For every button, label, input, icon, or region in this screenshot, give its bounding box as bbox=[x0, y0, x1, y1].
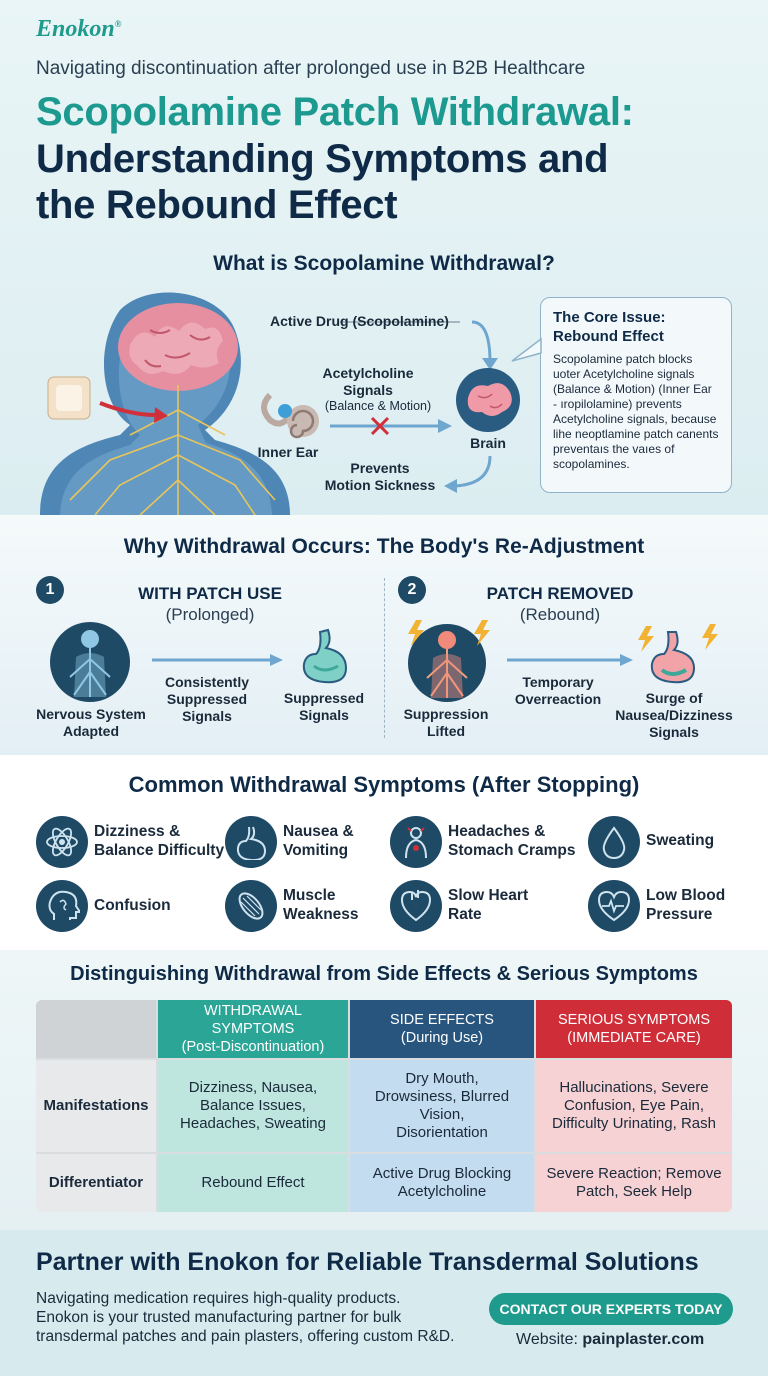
cell-serious-differentiator: Severe Reaction; Remove Patch, Seek Help bbox=[536, 1154, 732, 1212]
cell-side-differentiator: Active Drug Blocking Acetylcholine bbox=[350, 1154, 534, 1212]
column-divider bbox=[384, 578, 385, 738]
distinguishing-heading: Distinguishing Withdrawal from Side Effe… bbox=[70, 963, 698, 985]
heart-pulse-icon bbox=[588, 880, 640, 932]
symptom-headaches: Headaches &Stomach Cramps bbox=[448, 823, 576, 859]
col2-subtitle: (Rebound) bbox=[519, 605, 601, 624]
stomach-surge-icon bbox=[638, 624, 718, 684]
core-issue-title: The Core Issue:Rebound Effect bbox=[553, 309, 666, 345]
muscle-icon bbox=[225, 880, 277, 932]
comparison-table: WITHDRAWAL SYMPTOMS(Post-Discontinuation… bbox=[36, 1000, 732, 1212]
brand-logo[interactable]: Enokon® bbox=[36, 16, 122, 42]
page-subtitle: Navigating discontinuation after prolong… bbox=[36, 58, 586, 79]
partner-body: Navigating medication requires high-qual… bbox=[36, 1290, 455, 1345]
lightning-icon bbox=[408, 620, 490, 646]
cell-withdrawal-differentiator: Rebound Effect bbox=[158, 1154, 348, 1212]
website-line: Website: painplaster.com bbox=[516, 1331, 705, 1348]
head-confusion-icon bbox=[36, 880, 88, 932]
brain-label: Brain bbox=[470, 435, 506, 451]
step-1-badge: 1 bbox=[36, 576, 64, 604]
header-side-effects: SIDE EFFECTS(During Use) bbox=[350, 1000, 534, 1058]
stomach-icon bbox=[302, 628, 348, 684]
cell-serious-manifestations: Hallucinations, Severe Confusion, Eye Pa… bbox=[536, 1060, 732, 1152]
table-corner bbox=[36, 1000, 156, 1058]
symptoms-section bbox=[0, 755, 768, 950]
callout-pointer bbox=[511, 337, 542, 362]
what-heading: What is Scopolamine Withdrawal? bbox=[213, 252, 555, 275]
nervous-system-surge-icon bbox=[408, 624, 486, 702]
symptom-sweating: Sweating bbox=[646, 832, 715, 849]
step-2-badge: 2 bbox=[398, 576, 426, 604]
symptom-nausea: Nausea &Vomiting bbox=[283, 823, 354, 859]
core-issue-callout: The Core Issue:Rebound Effect Scopolamin… bbox=[540, 297, 732, 493]
col2-title: PATCH REMOVED bbox=[486, 584, 634, 603]
contact-experts-button[interactable]: CONTACT OUR EXPERTS TODAY bbox=[489, 1293, 733, 1325]
core-issue-body: Scopolamine patch blocks uoter Acetylcho… bbox=[553, 352, 719, 471]
page-title-line1: Scopolamine Patch Withdrawal: bbox=[36, 90, 634, 134]
col2-arrow bbox=[507, 654, 633, 666]
atom-icon bbox=[36, 816, 88, 868]
signal-arrows bbox=[330, 320, 520, 493]
active-drug-label: Active Drug (Scopolamine) bbox=[270, 313, 449, 329]
body-pain-icon bbox=[390, 816, 442, 868]
website-link[interactable]: painplaster.com bbox=[582, 1331, 705, 1348]
inner-ear-icon bbox=[261, 392, 319, 439]
why-heading: Why Withdrawal Occurs: The Body's Re-Adj… bbox=[123, 535, 645, 558]
partner-heading: Partner with Enokon for Reliable Transde… bbox=[36, 1248, 699, 1276]
row-label-differentiator: Differentiator bbox=[36, 1154, 156, 1212]
symptom-confusion: Confusion bbox=[94, 897, 171, 914]
heart-icon bbox=[390, 880, 442, 932]
symptoms-heading: Common Withdrawal Symptoms (After Stoppi… bbox=[128, 772, 640, 797]
col1-title: WITH PATCH USE bbox=[138, 584, 282, 603]
cell-withdrawal-manifestations: Dizziness, Nausea, Balance Issues, Heada… bbox=[158, 1060, 348, 1152]
body-nervous-illustration bbox=[40, 292, 290, 515]
nervous-system-icon bbox=[50, 622, 130, 702]
page-title-line2: Understanding Symptoms and the Rebound E… bbox=[36, 137, 609, 227]
col1-subtitle: (Prolonged) bbox=[165, 605, 255, 624]
symptom-dizziness: Dizziness &Balance Difficulty bbox=[94, 823, 225, 859]
cell-side-manifestations: Dry Mouth, Drowsiness, Blurred Vision, D… bbox=[350, 1060, 534, 1152]
header-serious: SERIOUS SYMPTOMS(IMMEDIATE CARE) bbox=[536, 1000, 732, 1058]
signals-subtitle: (Balance & Motion) bbox=[324, 399, 432, 413]
drop-icon bbox=[588, 816, 640, 868]
col1-arrow bbox=[152, 654, 283, 666]
row-label-manifestations: Manifestations bbox=[36, 1060, 156, 1152]
stomach-icon bbox=[225, 816, 277, 868]
inner-ear-label: Inner Ear bbox=[257, 444, 319, 460]
header-withdrawal: WITHDRAWAL SYMPTOMS(Post-Discontinuation… bbox=[158, 1000, 348, 1058]
